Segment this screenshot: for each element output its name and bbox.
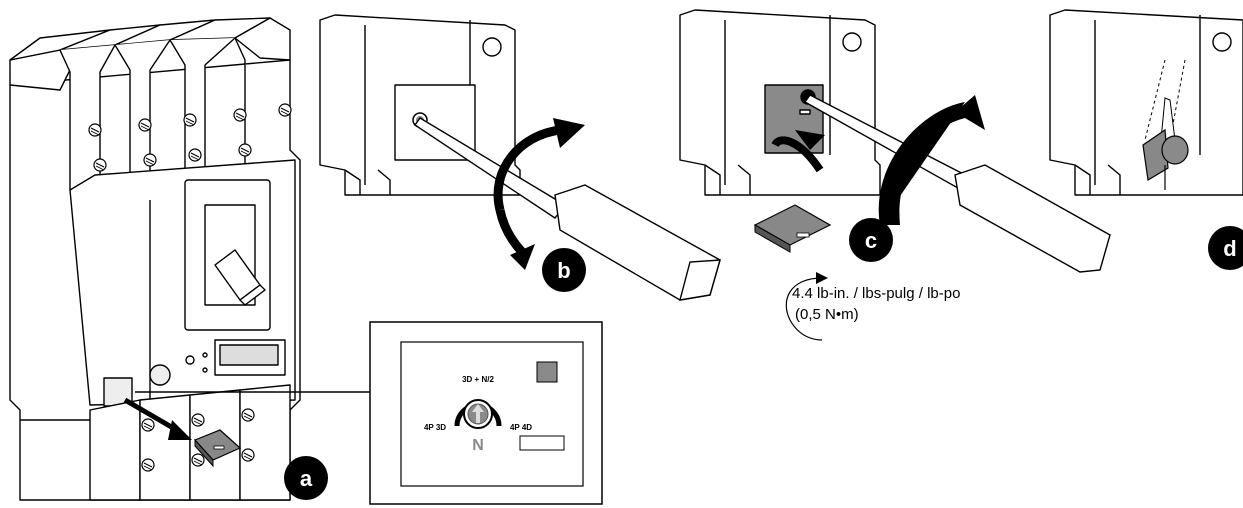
step-c-badge: c	[849, 218, 893, 262]
panel-c-housing	[679, 9, 881, 196]
step-b-badge: b	[542, 248, 586, 292]
step-a-badge: a	[284, 456, 328, 500]
sealed-cover-d	[1142, 59, 1189, 190]
svg-text:4P 3D: 4P 3D	[424, 423, 446, 432]
svg-text:b: b	[557, 258, 570, 283]
screwdriver-b	[414, 117, 721, 301]
torque-label-line2: (0,5 N•m)	[795, 306, 859, 323]
svg-text:N: N	[472, 437, 484, 454]
step-d-badge: d	[1208, 226, 1243, 270]
screwdriver-c	[803, 94, 1111, 273]
svg-text:c: c	[865, 228, 877, 253]
panel-d-housing	[1049, 9, 1243, 196]
removed-cover-c	[753, 130, 832, 253]
svg-text:4P 4D: 4P 4D	[510, 423, 532, 432]
zoom-inset: 3D + N/2 4P 3D 4P 4D N	[369, 321, 603, 505]
circuit-breaker	[9, 17, 301, 501]
rotate-arrow-c	[878, 95, 985, 225]
removed-cover-a	[123, 397, 242, 468]
torque-label-line1: 4.4 lb-in. / lbs-pulg / lb-po	[792, 285, 960, 302]
svg-text:d: d	[1223, 236, 1236, 261]
svg-text:3D + N/2: 3D + N/2	[462, 375, 494, 384]
torque-arrow-icon	[785, 272, 828, 341]
rotate-arrow-b	[493, 118, 585, 270]
svg-text:a: a	[300, 466, 313, 491]
